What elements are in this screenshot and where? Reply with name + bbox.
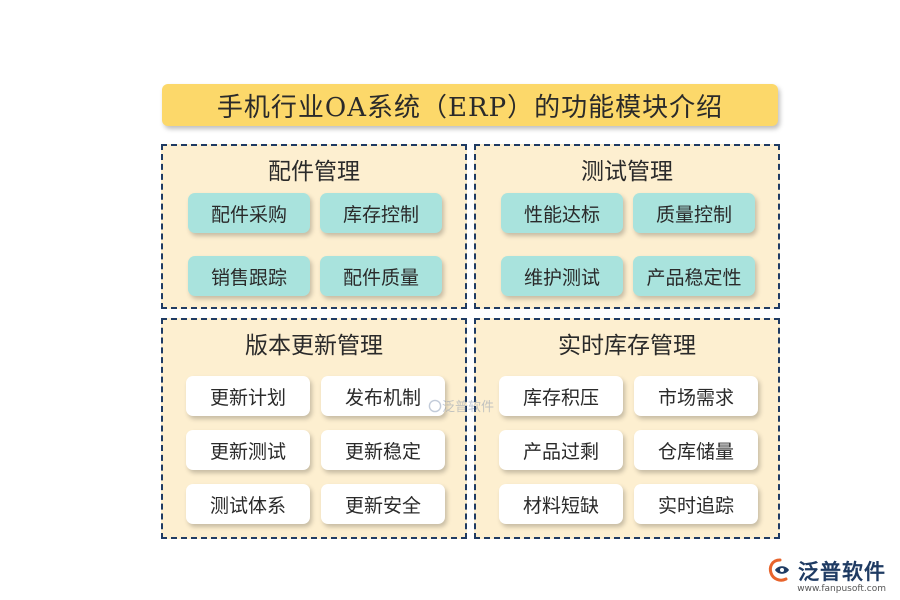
module-chip: 实时追踪	[634, 484, 758, 524]
brand-url: www.fanpusoft.com	[797, 584, 886, 594]
module-chip: 库存控制	[320, 193, 442, 233]
module-chip: 仓库储量	[634, 430, 758, 470]
module-chip: 更新稳定	[321, 430, 445, 470]
module-chip: 更新计划	[186, 376, 310, 416]
watermark-logo-icon	[428, 399, 442, 412]
panel-title: 测试管理	[581, 159, 673, 185]
module-chip: 材料短缺	[499, 484, 623, 524]
module-chip: 配件采购	[188, 193, 310, 233]
panel-title: 版本更新管理	[245, 333, 383, 359]
watermark-text: 泛普软件	[442, 400, 495, 415]
module-chip: 更新安全	[321, 484, 445, 524]
panel-test-management: 测试管理 性能达标 质量控制 维护测试 产品稳定性	[474, 144, 780, 309]
module-chip: 市场需求	[634, 376, 758, 416]
diagram-title: 手机行业OA系统（ERP）的功能模块介绍	[162, 84, 778, 126]
panel-title: 实时库存管理	[558, 333, 696, 359]
brand-logo: 泛普软件 www.fanpusoft.com	[766, 556, 886, 594]
watermark: 泛普软件	[428, 396, 494, 415]
module-chip: 性能达标	[501, 193, 623, 233]
module-chip: 测试体系	[186, 484, 310, 524]
panel-title: 配件管理	[268, 159, 360, 185]
panel-version-update-management: 版本更新管理 更新计划 发布机制 更新测试 更新稳定 测试体系 更新安全	[161, 318, 467, 539]
panel-realtime-inventory-management: 实时库存管理 库存积压 市场需求 产品过剩 仓库储量 材料短缺 实时追踪	[474, 318, 780, 539]
module-chip: 产品过剩	[499, 430, 623, 470]
module-chip: 维护测试	[501, 256, 623, 296]
module-chip: 配件质量	[320, 256, 442, 296]
module-chip: 发布机制	[321, 376, 445, 416]
panel-parts-management: 配件管理 配件采购 库存控制 销售跟踪 配件质量	[161, 144, 467, 309]
module-chip: 更新测试	[186, 430, 310, 470]
module-chip: 质量控制	[633, 193, 755, 233]
module-chip: 产品稳定性	[633, 256, 755, 296]
fanpu-logo-icon	[768, 558, 789, 582]
module-chip: 销售跟踪	[188, 256, 310, 296]
module-chip: 库存积压	[499, 376, 623, 416]
brand-name: 泛普软件	[798, 559, 886, 584]
